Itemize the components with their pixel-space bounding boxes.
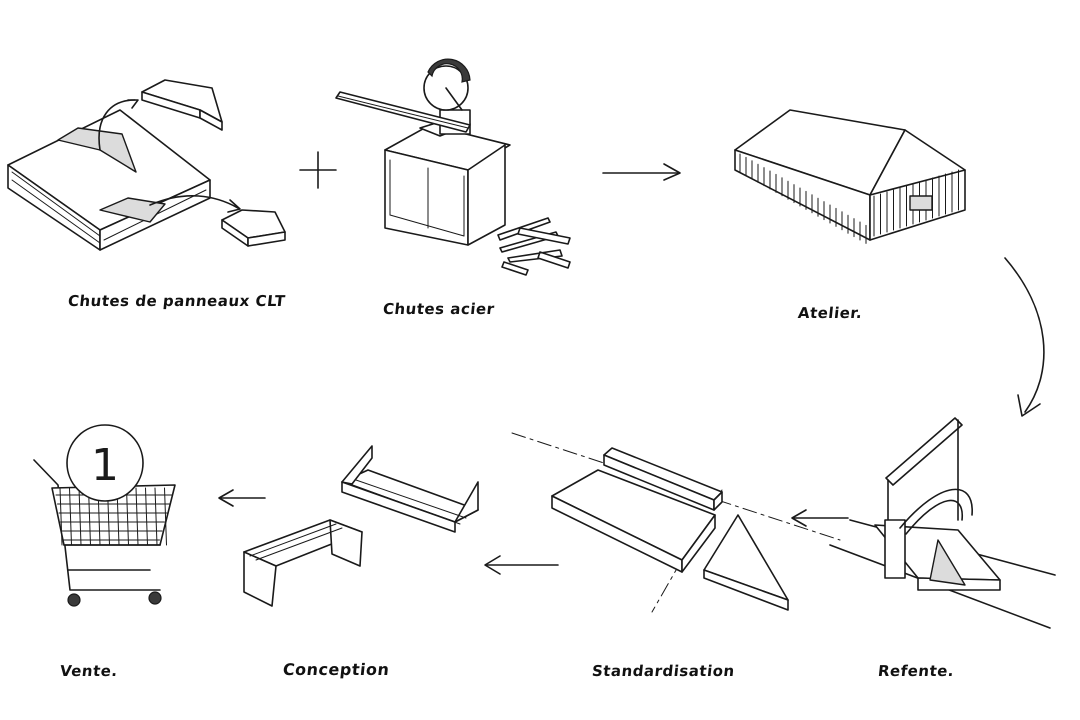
hatch-line — [135, 487, 139, 546]
plus-operator — [299, 151, 337, 189]
hatch-line — [59, 487, 63, 546]
standardisation-illustration — [511, 432, 841, 613]
hatch-line — [145, 487, 148, 546]
label-conception: Conception — [282, 660, 391, 679]
ripping-saw-illustration — [829, 417, 1056, 629]
hatch-line — [126, 487, 129, 546]
label-standardisation: Standardisation — [591, 662, 736, 680]
furniture-illustration — [243, 445, 479, 607]
label-atelier: Atelier. — [797, 304, 864, 322]
arrow-left-3 — [218, 489, 266, 507]
label-vente: Vente. — [59, 662, 119, 680]
label-chutes-acier: Chutes acier — [382, 300, 496, 318]
badge-number: 1 — [91, 440, 119, 491]
hatch-line — [69, 487, 72, 546]
hatch-line — [164, 487, 167, 546]
arrow-curve-down — [1004, 257, 1045, 417]
label-chutes-clt: Chutes de panneaux CLT — [67, 292, 287, 310]
hatch-line — [154, 487, 158, 546]
label-refente: Refente. — [877, 662, 956, 680]
clt-panel-illustration — [7, 79, 286, 251]
arrow-left-1 — [791, 509, 849, 527]
shopping-cart-illustration: 1 — [33, 424, 176, 607]
workshop-illustration — [734, 109, 966, 244]
arrow-right-1 — [602, 163, 681, 181]
arrow-left-2 — [484, 555, 559, 575]
chop-saw-illustration — [335, 58, 571, 276]
badge-circle — [66, 424, 144, 502]
hatch-line — [78, 487, 82, 546]
